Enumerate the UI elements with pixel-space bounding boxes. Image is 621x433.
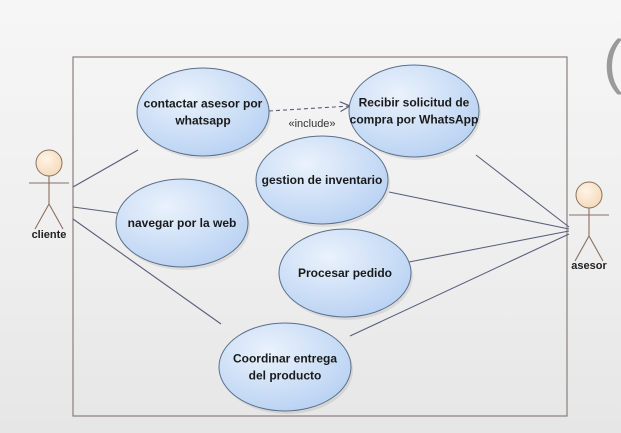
use-case-ellipse[interactable] xyxy=(348,64,480,158)
association-cliente-coordinar xyxy=(72,218,222,325)
use-case-ellipse[interactable] xyxy=(218,322,352,412)
use-case-label: contactar asesor por xyxy=(144,97,263,111)
association-asesor-gestion xyxy=(388,191,570,230)
system-boundary xyxy=(72,56,568,417)
actor-right-leg xyxy=(588,235,604,262)
association-asesor-procesar xyxy=(408,230,570,263)
include-relation: «include» xyxy=(268,106,350,130)
use-case-coordinar[interactable]: Coordinar entrega del producto xyxy=(218,322,353,414)
include-label: «include» xyxy=(288,118,335,130)
use-case-label: gestion de inventario xyxy=(262,173,383,187)
use-case-label: Procesar pedido xyxy=(298,266,392,280)
include-arrow xyxy=(268,106,350,111)
use-case-ellipse[interactable] xyxy=(136,67,270,157)
actor-left-leg xyxy=(34,203,50,230)
use-cases: contactar asesor por whatsapp Recibir soli… xyxy=(115,64,481,414)
use-case-ellipse[interactable] xyxy=(278,228,412,318)
association-asesor-coordinar xyxy=(349,233,570,337)
actor-head xyxy=(575,181,603,209)
use-case-ellipse[interactable] xyxy=(115,178,249,268)
use-case-procesar[interactable]: Procesar pedido xyxy=(278,228,413,320)
use-case-gestion[interactable]: gestion de inventario xyxy=(255,135,390,227)
association-asesor-recibir xyxy=(475,154,570,228)
actors: cliente asesor xyxy=(29,149,609,272)
use-case-label: whatsapp xyxy=(174,114,230,128)
actor-head xyxy=(35,149,63,177)
actor-label: asesor xyxy=(571,260,607,272)
actor-left-leg xyxy=(574,235,590,262)
use-case-label: Coordinar entrega xyxy=(233,352,337,366)
association-lines xyxy=(72,149,570,337)
use-case-ellipse[interactable] xyxy=(255,135,389,225)
use-case-label: Recibir solicitud de xyxy=(359,96,470,110)
use-case-recibir[interactable]: Recibir solicitud de compra por WhatsApp xyxy=(348,64,481,160)
use-case-label: compra por WhatsApp xyxy=(350,113,479,127)
use-case-label: del producto xyxy=(249,369,322,383)
watermark-glyph: ( xyxy=(603,28,621,95)
use-case-label: navegar por la web xyxy=(128,216,237,230)
actor-label: cliente xyxy=(32,229,67,241)
use-case-contactar[interactable]: contactar asesor por whatsapp xyxy=(136,67,271,159)
association-cliente-navegar xyxy=(72,206,118,214)
actor-cliente[interactable]: cliente xyxy=(29,149,69,241)
use-case-navegar[interactable]: navegar por la web xyxy=(115,178,250,270)
association-cliente-contactar xyxy=(72,149,139,188)
actor-asesor[interactable]: asesor xyxy=(569,181,609,272)
actor-right-leg xyxy=(48,203,64,230)
